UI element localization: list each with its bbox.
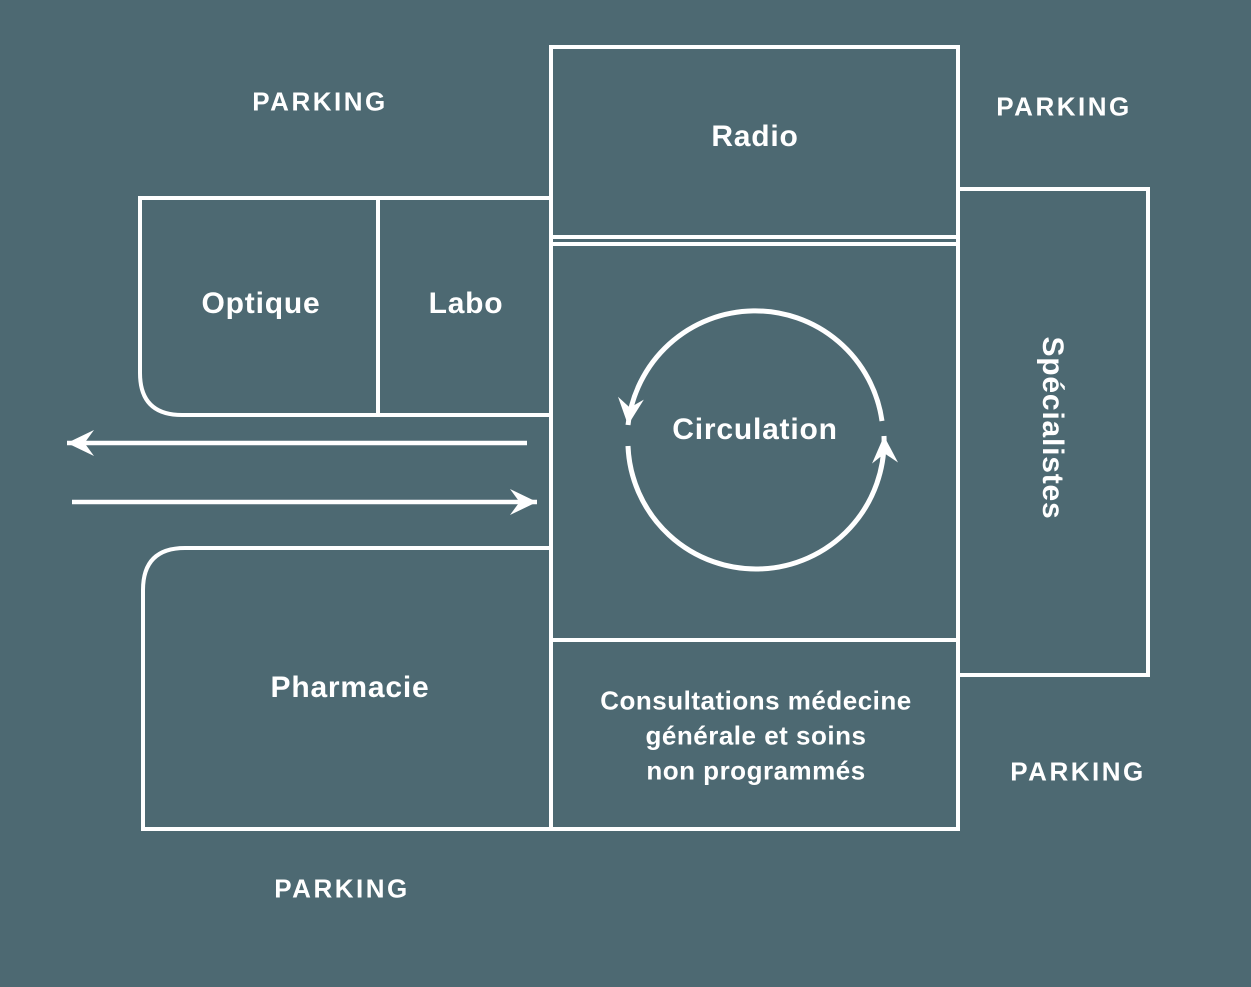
consultations-room-label: Consultations médecine générale et soins… <box>600 685 912 786</box>
parking-label-top-left: PARKING <box>252 86 388 117</box>
optique-labo-block-outline <box>138 196 553 417</box>
circulation-loop-arrows-icon <box>618 308 899 572</box>
pharmacie-room-outline <box>141 546 553 831</box>
radio-room-outline <box>549 45 960 239</box>
pharmacie-room-label: Pharmacie <box>270 671 430 704</box>
parking-label-top-right: PARKING <box>996 91 1132 122</box>
parking-label-bottom-left: PARKING <box>274 873 410 904</box>
circulation-arc-bottom <box>625 435 899 572</box>
specialistes-room-label: Spécialistes <box>1036 336 1069 520</box>
circulation-label: Circulation <box>672 413 838 446</box>
optique-room-label: Optique <box>201 287 321 320</box>
labo-room-label: Labo <box>428 287 504 320</box>
circulation-arc-top <box>618 308 885 426</box>
specialistes-room-outline <box>956 187 1150 677</box>
radio-room-label: Radio <box>711 120 799 153</box>
parking-label-bottom-right: PARKING <box>1010 756 1146 787</box>
